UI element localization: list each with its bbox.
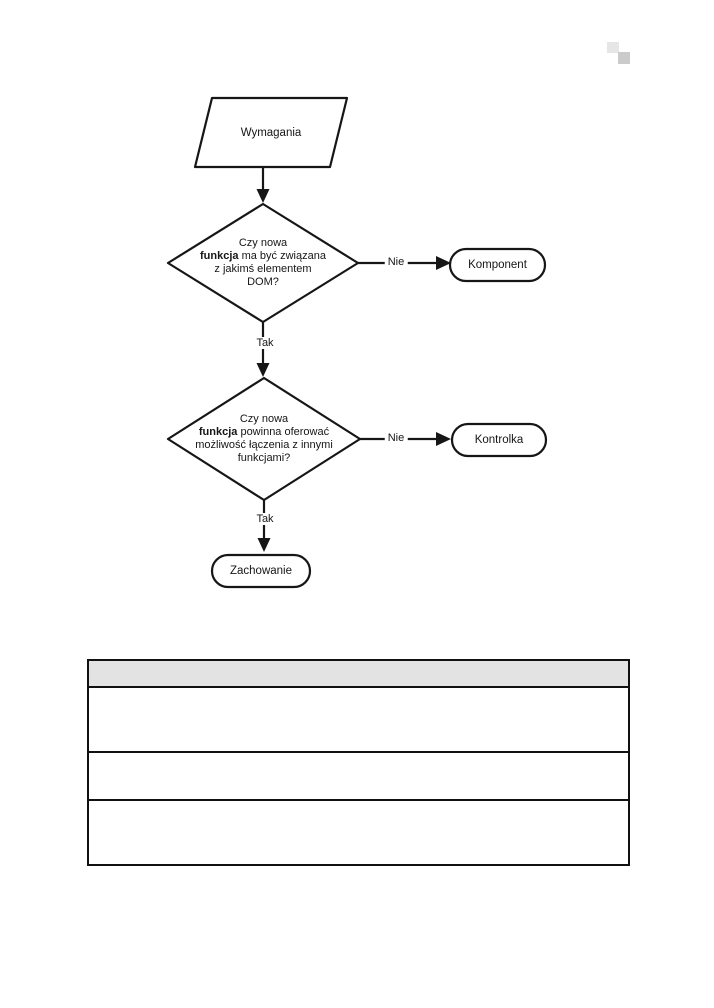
edge-label-yes-2: Tak	[253, 513, 277, 525]
terminator-zachowanie	[210, 553, 312, 589]
square-light	[607, 42, 619, 53]
decision-diamond-1	[166, 202, 360, 324]
table-row	[89, 753, 628, 801]
arrowhead-down-1	[256, 189, 270, 203]
start-parallelogram	[193, 96, 349, 169]
terminator-komponent	[448, 247, 547, 283]
table-header-row	[89, 661, 628, 688]
arrowhead-down-2	[256, 363, 270, 377]
arrowhead-down-3	[257, 538, 271, 552]
overlapping-squares-icon	[607, 42, 630, 64]
table-row	[89, 801, 628, 864]
table-row	[89, 688, 628, 753]
arrowhead-right-1	[436, 256, 451, 270]
square-dark	[618, 52, 630, 64]
arrowhead-right-2	[436, 432, 451, 446]
decision-diamond-2	[166, 376, 362, 502]
edge-label-yes-1: Tak	[253, 337, 277, 349]
terminator-kontrolka	[450, 422, 548, 458]
empty-table	[87, 659, 630, 866]
edge-label-no-2: Nie	[384, 432, 408, 444]
edge-label-no-1: Nie	[384, 256, 408, 268]
